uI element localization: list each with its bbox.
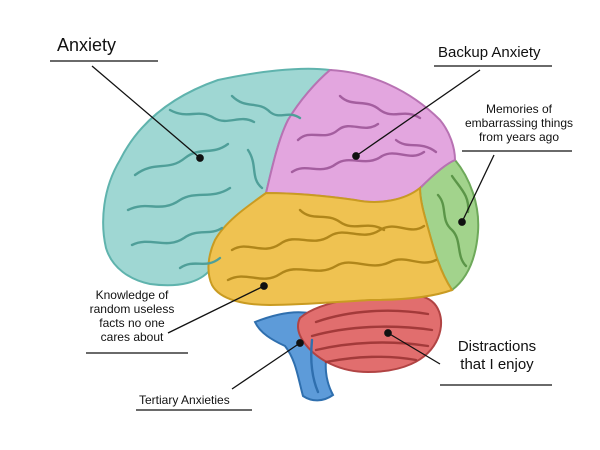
label-distractions-line-1: Distractions [442, 338, 552, 356]
label-knowledge: Knowledge of random useless facts no one… [82, 288, 182, 345]
label-memories-line-3: from years ago [462, 130, 576, 144]
label-knowledge-line-1: Knowledge of [82, 288, 182, 302]
label-knowledge-line-4: cares about [82, 330, 182, 344]
label-backup-anxiety-line-1: Backup Anxiety [438, 44, 541, 62]
anxiety-dot [197, 155, 203, 161]
label-knowledge-line-3: facts no one [82, 316, 182, 330]
tertiary-dot [297, 340, 303, 346]
knowledge-leader [168, 286, 264, 333]
label-memories-line-2: embarrassing things [462, 116, 576, 130]
tertiary-leader [232, 343, 300, 389]
label-memories: Memories of embarrassing things from yea… [462, 102, 576, 144]
label-knowledge-line-2: random useless [82, 302, 182, 316]
distractions-dot [385, 330, 391, 336]
label-distractions-line-2: that I enjoy [442, 356, 552, 374]
knowledge-dot [261, 283, 267, 289]
label-anxiety: Anxiety [57, 35, 116, 56]
label-tertiary-line-1: Tertiary Anxieties [139, 393, 230, 407]
label-memories-line-1: Memories of [462, 102, 576, 116]
label-distractions: Distractions that I enjoy [442, 338, 552, 373]
backup-dot [353, 153, 359, 159]
label-anxiety-line-1: Anxiety [57, 35, 116, 56]
memories-dot [459, 219, 465, 225]
label-tertiary: Tertiary Anxieties [139, 393, 230, 407]
label-backup-anxiety: Backup Anxiety [438, 44, 541, 62]
